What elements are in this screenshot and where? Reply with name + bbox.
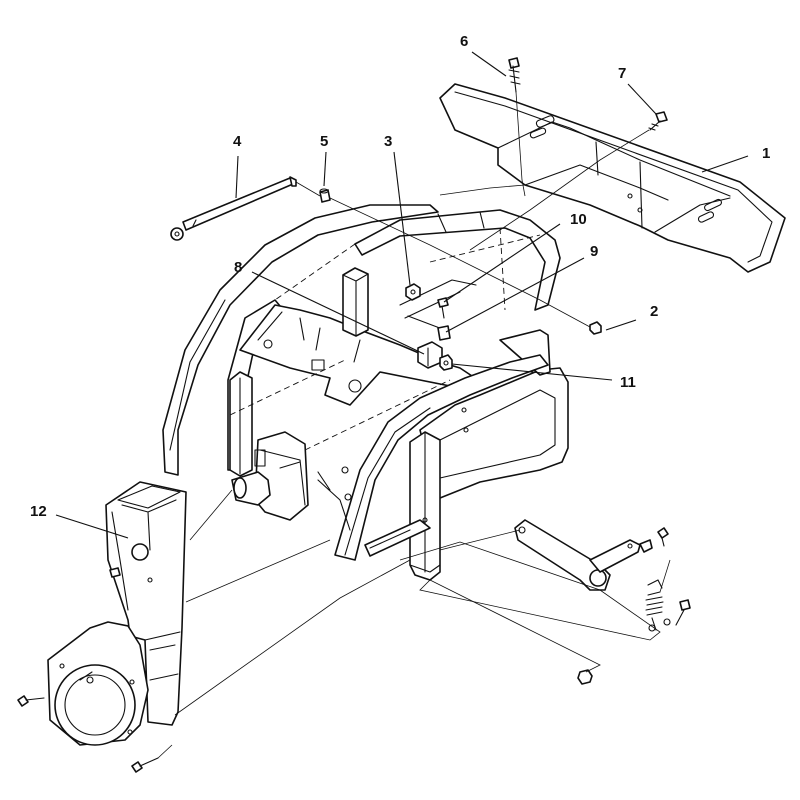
part-2-nut: [589, 321, 602, 335]
lever-linkage: [514, 519, 691, 685]
callout-6: 6: [460, 33, 468, 50]
callout-7: 7: [618, 65, 626, 82]
callout-2: 2: [650, 303, 658, 320]
part-1-tray: [439, 83, 786, 273]
callout-1: 1: [762, 145, 770, 162]
part-10-bolt: [437, 297, 449, 319]
part-9-clip: [407, 315, 451, 341]
part-6-bolt: [508, 57, 521, 93]
callout-labels: 1 2 3 4 5 6 7 8 9 10 11 12: [30, 33, 770, 520]
leader-lines: [55, 51, 749, 539]
callout-5: 5: [320, 133, 328, 150]
callout-11: 11: [620, 374, 636, 391]
callout-3: 3: [384, 133, 392, 150]
assembly-lines: [157, 91, 671, 759]
part-11-nut: [439, 354, 453, 371]
callout-9: 9: [590, 243, 598, 260]
part-3-nut: [405, 283, 421, 301]
part-4-rod: [170, 176, 297, 241]
callout-8: 8: [234, 259, 242, 276]
callout-12: 12: [30, 503, 47, 520]
part-12-chute: [47, 481, 187, 746]
part-5-fitting: [319, 188, 331, 203]
part-7-bolt: [648, 111, 668, 131]
chute-bolts: [17, 567, 159, 773]
main-frame: [162, 204, 569, 581]
part-8-bracket: [417, 341, 443, 369]
callout-4: 4: [233, 133, 242, 150]
callout-10: 10: [570, 211, 587, 228]
